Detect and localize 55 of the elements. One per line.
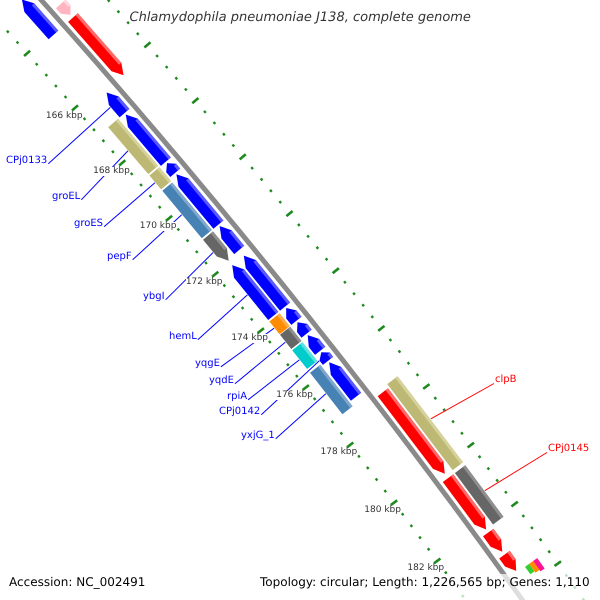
- gene-label: hemL: [169, 332, 197, 342]
- gene-label: clpB: [495, 375, 516, 385]
- gene-label: yxjG_1: [241, 431, 275, 441]
- leader-line: [197, 294, 248, 340]
- gene-block: [22, 0, 58, 40]
- leader-line: [165, 252, 214, 300]
- gene-label: pepF: [107, 252, 132, 262]
- scale-label: 178 kbp: [320, 448, 358, 458]
- gene-label: groEL: [52, 192, 80, 202]
- leader-line: [248, 359, 300, 400]
- gene-block: [286, 308, 302, 325]
- gene-block: [297, 322, 312, 338]
- scale-label: 172 kbp: [186, 278, 223, 288]
- gene-label: CPj0133: [6, 156, 48, 166]
- gene-block: [203, 231, 229, 261]
- scale-label: 176 kbp: [276, 391, 313, 400]
- gene-label: ybgI: [143, 292, 165, 302]
- gene-block: [106, 92, 130, 118]
- gene-block: [166, 163, 180, 177]
- scale-label: 174 kbp: [231, 334, 268, 344]
- accession-text: Accession: NC_002491: [9, 576, 146, 588]
- gene-bar: [525, 564, 534, 574]
- scale-label: 168 kbp: [93, 166, 130, 176]
- gene-label: yqgE: [195, 359, 220, 369]
- gene-block: [329, 362, 362, 401]
- leader-line: [430, 383, 494, 420]
- gene-bar: [280, 326, 302, 349]
- leader-line: [104, 182, 156, 228]
- gene-block: [308, 335, 326, 355]
- scale-label: 180 kbp: [364, 506, 401, 516]
- genome-summary-text: Topology: circular; Length: 1,226,565 bp; Genes: 1,110: [260, 576, 590, 588]
- gene-label: CPj0145: [548, 444, 590, 454]
- gene-bar: [533, 558, 545, 572]
- gene-block: [442, 474, 486, 530]
- gene-block: [126, 114, 171, 166]
- title: Chlamydophila pneumoniae J138, complete genome: [130, 11, 471, 24]
- gene-block: [68, 13, 124, 76]
- gene-label: yqdE: [209, 376, 234, 386]
- leader-line: [484, 452, 548, 492]
- leader-line: [275, 393, 326, 440]
- gene-label: groES: [74, 219, 104, 229]
- leader-line: [234, 342, 286, 384]
- scale-label: 170 kbp: [140, 222, 176, 232]
- gene-label: rpiA: [227, 392, 248, 402]
- scale-label: 182 kbp: [407, 564, 444, 574]
- leader-line: [48, 106, 111, 164]
- gene-block: [378, 388, 445, 474]
- gene-bar: [529, 561, 540, 573]
- gene-block: [483, 528, 502, 552]
- gene-label: CPj0142: [219, 407, 260, 417]
- gene-block: [232, 265, 278, 320]
- gene-block: [499, 550, 516, 571]
- scale-label: 166 kbp: [46, 112, 83, 122]
- gene-block: [56, 0, 70, 15]
- gene-block: [320, 352, 334, 365]
